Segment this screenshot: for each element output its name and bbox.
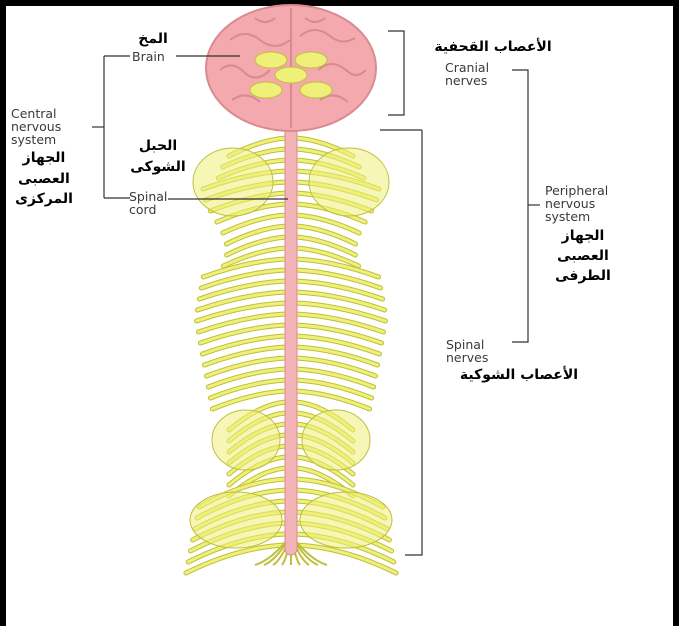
pns-label-ar-2: العصبى bbox=[545, 247, 621, 266]
pns-label-ar-1: الجهاز bbox=[545, 227, 621, 246]
cns-label-ar-2: العصبى bbox=[8, 170, 80, 189]
cranial-nerves-label-ar: الأعصاب القحفية bbox=[418, 38, 568, 57]
cns-label-ar-1: الجهاز bbox=[8, 149, 80, 168]
cranial-nerve-shape bbox=[275, 67, 307, 83]
spinal-nerves-bracket bbox=[405, 130, 422, 555]
spinal-nerve-branch bbox=[186, 545, 286, 573]
cranial-nerves-label-en-2: nerves bbox=[445, 74, 487, 87]
spinal-nerve-branch bbox=[296, 545, 396, 573]
cranial-nerve-shape bbox=[300, 82, 332, 98]
spinal-nerves-label-ar: الأعصاب الشوكية bbox=[438, 366, 600, 385]
nerve-plexus bbox=[300, 492, 392, 548]
nerve-plexus bbox=[302, 410, 370, 470]
spinal-nerve-branch bbox=[296, 545, 396, 573]
nerve-plexus bbox=[212, 410, 280, 470]
brain-label-ar: المخ bbox=[128, 30, 178, 49]
spinal-cord-label-ar-2: الشوكى bbox=[126, 158, 190, 177]
cranial-nerve-shape bbox=[255, 52, 287, 68]
spinal-cord-label-ar-1: الحبل bbox=[126, 137, 190, 156]
pns-label-ar-3: الطرفى bbox=[545, 267, 621, 286]
nerve-plexus bbox=[190, 492, 282, 548]
spinal-cord-label-en-2: cord bbox=[129, 203, 156, 216]
cranial-nerve-shape bbox=[295, 52, 327, 68]
cns-label-en-3: system bbox=[11, 133, 56, 146]
cranial-nerve-shape bbox=[250, 82, 282, 98]
spinal-cord-illustration bbox=[285, 95, 297, 555]
spinal-cord-shape bbox=[285, 95, 297, 555]
pns-label-en-3: system bbox=[545, 210, 590, 223]
cns-label-ar-3: المركزى bbox=[8, 190, 80, 209]
nerve-plexus bbox=[309, 148, 389, 216]
pns-bracket bbox=[512, 70, 528, 342]
nerve-plexus bbox=[193, 148, 273, 216]
cranial-nerves-bracket bbox=[388, 31, 404, 115]
spinal-nerves-label-en-2: nerves bbox=[446, 351, 488, 364]
brain-label-en: Brain bbox=[132, 50, 165, 63]
brain-illustration bbox=[206, 5, 376, 131]
spinal-nerve-branch bbox=[186, 545, 286, 573]
